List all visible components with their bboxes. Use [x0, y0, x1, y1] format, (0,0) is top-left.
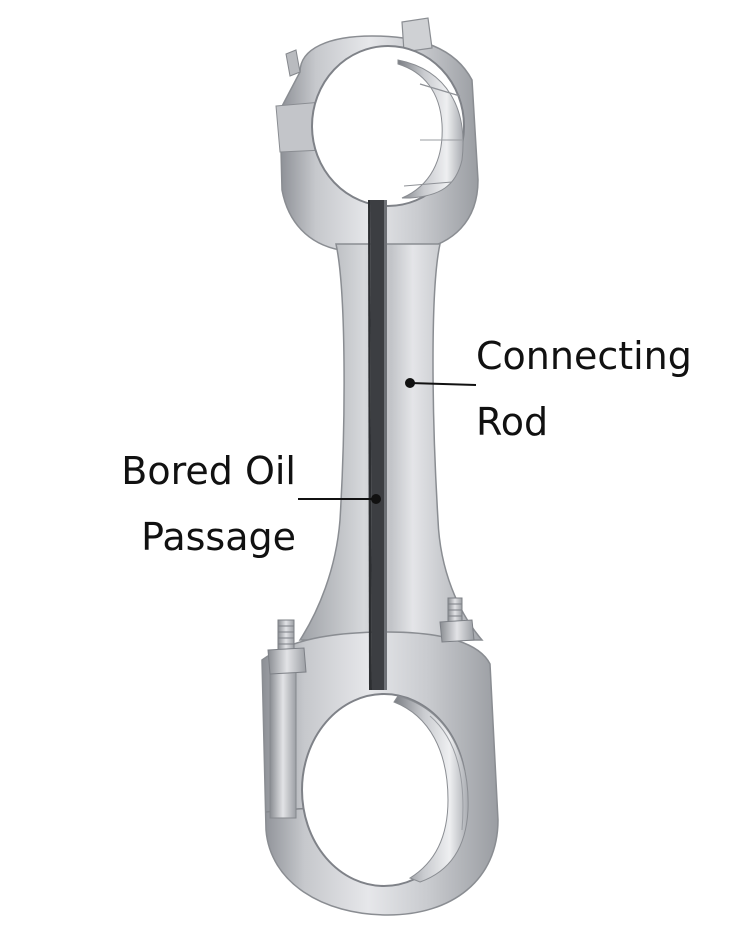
cap-bolt-left — [267, 619, 307, 675]
oil-passage-marker-dot — [371, 494, 381, 504]
bored-oil-passage-label: Bored Oil Passage — [121, 438, 296, 570]
rod-beam — [298, 243, 484, 641]
connecting-rod-label-line2: Rod — [476, 400, 549, 444]
big-end — [261, 631, 499, 916]
callout-connecting-rod-leader — [405, 378, 477, 388]
oil-passage — [368, 200, 387, 690]
bored-oil-passage-label-line2: Passage — [141, 515, 296, 559]
callout-oil-passage-leader — [298, 494, 381, 504]
connecting-rod-marker-dot — [405, 378, 415, 388]
connecting-rod-label: Connecting Rod — [476, 323, 692, 455]
small-end — [275, 17, 479, 251]
cap-bolt-right — [439, 597, 475, 643]
bored-oil-passage-label-line1: Bored Oil — [121, 449, 296, 493]
connecting-rod-label-line1: Connecting — [476, 334, 692, 378]
